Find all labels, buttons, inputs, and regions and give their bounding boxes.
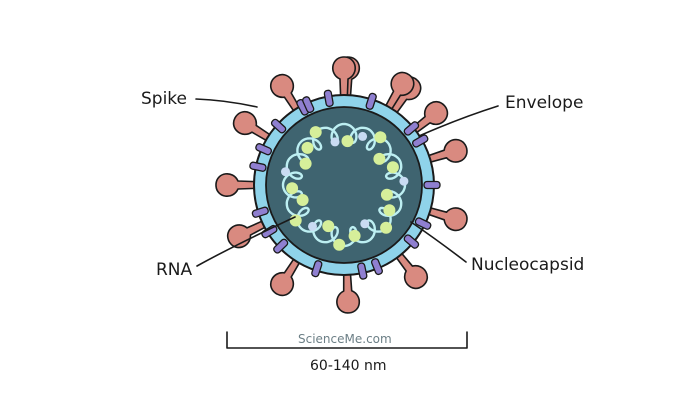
membrane-protein-icon	[251, 206, 269, 218]
membrane-protein-icon	[365, 92, 377, 110]
membrane-protein-icon	[370, 258, 383, 276]
spike-icon	[382, 71, 415, 115]
spike-icon	[226, 218, 271, 249]
membrane-protein-icon	[311, 260, 323, 278]
membrane-protein-icon	[261, 224, 278, 239]
nucleocapsid-protein-icon	[299, 157, 312, 170]
membrane-protein-icon	[403, 234, 420, 249]
rna-label: RNA	[156, 260, 193, 280]
scale-bar-bracket	[226, 331, 468, 349]
scale-label: 60-140 nm	[310, 358, 387, 374]
nucleocapsid-protein-icon	[330, 137, 340, 147]
spike-icon	[422, 205, 468, 232]
membrane-protein-icon	[249, 161, 267, 172]
spike-proteins	[215, 56, 468, 314]
spike-icon	[215, 173, 261, 197]
membrane-protein-icon	[411, 134, 429, 148]
membrane-protein-icon	[323, 89, 334, 107]
membrane-protein-icon	[270, 118, 287, 134]
nucleocapsid-protein-icon	[296, 194, 309, 206]
nucleocapsid-protein-icon	[373, 152, 386, 165]
nucleocapsid-protein-icon	[309, 126, 322, 139]
nucleocapsid-protein-icon	[380, 221, 393, 234]
nucleocapsid-protein-icon	[322, 220, 335, 233]
membrane-protein-icon	[357, 262, 368, 280]
membrane-protein-icon	[302, 96, 315, 114]
nucleocapsid-protein-icon	[399, 176, 409, 186]
rna-pointer-line	[196, 216, 296, 267]
nucleocapsid-protein-icon	[286, 182, 299, 195]
nucleocapsid-protein-icon	[358, 131, 368, 141]
membrane-protein-icon	[423, 180, 441, 190]
nucleocapsid-protein-icon	[308, 221, 317, 231]
nucleocapsid-protein-icon	[374, 131, 387, 144]
spike-pointer-line	[195, 98, 258, 108]
spike-icon	[270, 73, 304, 117]
nucleocapsid-protein-icon	[360, 219, 370, 229]
spike-label: Spike	[141, 89, 188, 109]
nucleocapsid-protein-icon	[348, 229, 361, 242]
nucleocapsid-protein-icon	[341, 135, 354, 148]
scale-bar	[226, 331, 468, 349]
membrane-protein-icon	[255, 143, 273, 156]
spike-icon	[336, 268, 361, 314]
nucleocapsid-protein-icon	[301, 141, 314, 154]
label-pointer-lines	[195, 98, 499, 267]
spike-icon	[422, 138, 468, 165]
membrane-proteins	[249, 89, 441, 280]
nucleocapsid-protein-icon	[380, 188, 393, 201]
spike-icon	[270, 253, 304, 297]
nucleocapsid-protein-icon	[289, 214, 302, 227]
membrane-protein-icon	[273, 238, 289, 254]
membrane-protein-icon	[403, 121, 420, 136]
spike-icon	[392, 248, 429, 290]
nucleocapsid-protein-icon	[281, 167, 290, 177]
nucleocapsid-protein-icon	[386, 161, 399, 174]
nucleocapsid-protein-icon	[383, 204, 396, 217]
envelope-pointer-line	[418, 105, 499, 137]
spike-icon	[332, 56, 356, 102]
nucleocapsid-pointer-line	[410, 221, 467, 263]
membrane-protein-icon	[414, 217, 432, 230]
spike-icon	[232, 111, 276, 145]
envelope-label: Envelope	[505, 93, 584, 113]
watermark-text: ScienceMe.com	[298, 332, 392, 346]
nucleocapsid-protein-icon	[333, 238, 346, 251]
nucleocapsid-label: Nucleocapsid	[471, 255, 585, 275]
